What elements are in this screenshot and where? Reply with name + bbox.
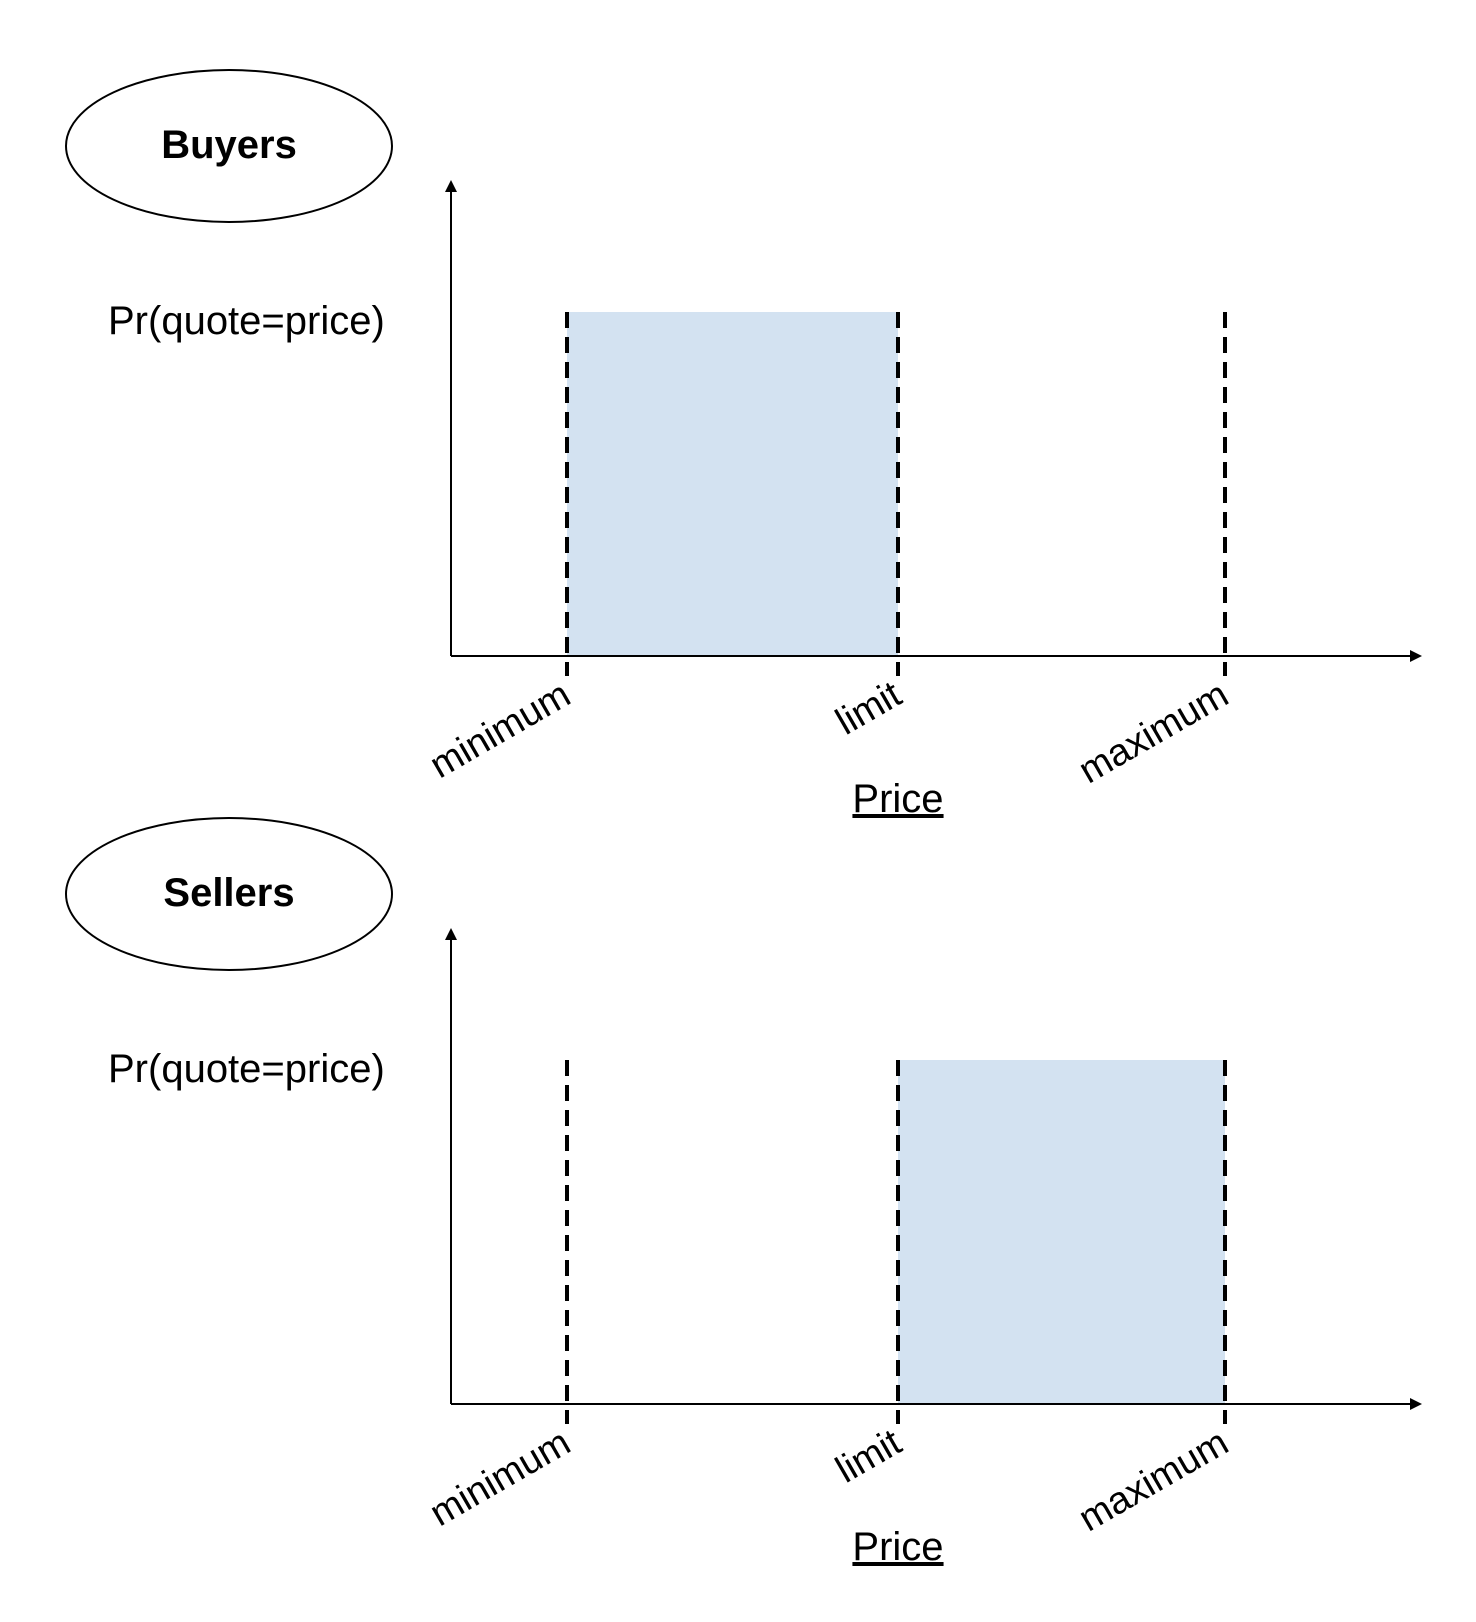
tick-label-minimum: minimum — [423, 1421, 577, 1534]
shaded-region — [898, 1060, 1225, 1404]
sellers-panel: Sellers Pr(quote=price) minimum limit ma… — [65, 817, 1422, 1569]
tick-label-maximum: maximum — [1072, 1421, 1236, 1540]
y-axis-label: Pr(quote=price) — [108, 299, 385, 343]
tick-label-maximum: maximum — [1072, 673, 1236, 792]
tick-label-minimum: minimum — [423, 673, 577, 786]
group-label-ellipse — [65, 69, 393, 223]
tick-label-limit: limit — [829, 673, 909, 743]
x-axis-label: Price — [852, 777, 943, 821]
buyers-panel: Buyers Pr(quote=price) minimum limit max… — [65, 69, 1422, 821]
group-label: Buyers — [161, 123, 297, 167]
y-axis-label: Pr(quote=price) — [108, 1047, 385, 1091]
shaded-region — [567, 312, 898, 656]
tick-label-limit: limit — [829, 1421, 909, 1491]
x-axis-label: Price — [852, 1525, 943, 1569]
group-label-ellipse — [65, 817, 393, 971]
group-label: Sellers — [163, 871, 294, 915]
